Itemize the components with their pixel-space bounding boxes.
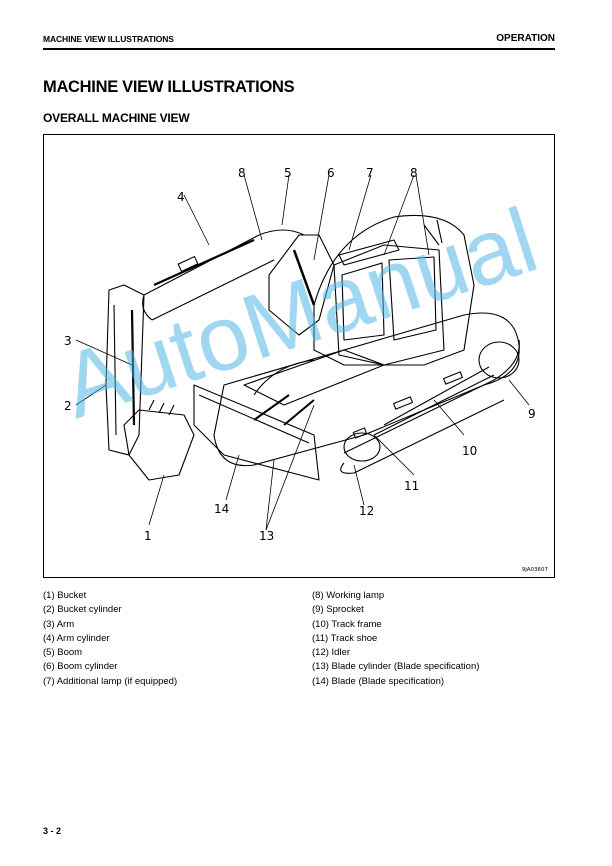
- legend-item: (10) Track frame: [312, 618, 382, 630]
- page-header: MACHINE VIEW ILLUSTRATIONS OPERATION: [43, 33, 555, 48]
- callout-11: 11: [404, 479, 419, 493]
- callout-10: 10: [462, 444, 477, 458]
- boom-upper: [143, 229, 305, 296]
- page-number: 3 - 2: [43, 826, 62, 836]
- legend-right-column: (8) Working lamp (9) Sprocket (10) Track…: [312, 589, 479, 689]
- legend-item: (12) Idler: [312, 647, 351, 659]
- legend-item: (2) Bucket cylinder: [43, 604, 122, 616]
- callout-3: 3: [64, 334, 72, 348]
- callout-2: 2: [64, 399, 72, 413]
- blade-shape: [193, 384, 320, 481]
- figure-code: 9JA03607: [521, 567, 548, 573]
- legend-item: (9) Sprocket: [312, 604, 364, 616]
- arm-body: [105, 284, 145, 456]
- legend-item: (13) Blade cylinder (Blade specification…: [312, 661, 480, 673]
- idler-wheel: [343, 432, 381, 462]
- boom-cylinder-line: [292, 249, 316, 306]
- callout-14: 14: [214, 502, 229, 516]
- legend-item: (1) Bucket: [43, 590, 87, 601]
- callout-5: 5: [284, 166, 292, 180]
- callout-12: 12: [359, 504, 374, 518]
- lamp-bracket: [338, 239, 400, 266]
- header-section-title: MACHINE VIEW ILLUSTRATIONS: [43, 34, 174, 44]
- section-subtitle: OVERALL MACHINE VIEW: [43, 111, 190, 125]
- machine-illustration-frame: 1 2 3 4 5 6 7 8 8 9 10 11 12 13 14 9JA03…: [43, 134, 555, 578]
- header-rule: [43, 48, 555, 50]
- blade-cylinder-lines: [253, 394, 315, 426]
- bucket-shape: [123, 409, 195, 481]
- arm-cylinder-line: [153, 238, 255, 287]
- callout-1: 1: [144, 529, 152, 543]
- callout-13: 13: [259, 529, 274, 543]
- legend-item: (5) Boom: [43, 647, 83, 659]
- cab-window: [388, 256, 437, 341]
- callout-8b: 8: [410, 166, 418, 180]
- boom-lower: [151, 259, 275, 321]
- legend-item: (11) Track shoe: [312, 632, 378, 644]
- legend-item: (8) Working lamp: [312, 590, 385, 601]
- header-chapter-title: OPERATION: [496, 33, 555, 44]
- legend-item: (7) Additional lamp (if equipped): [43, 675, 178, 687]
- legend-item: (6) Boom cylinder: [43, 661, 118, 673]
- legend-left-column: (1) Bucket (2) Bucket cylinder (3) Arm (…: [43, 589, 177, 689]
- boom-base: [268, 234, 335, 336]
- excavator-drawing: 1 2 3 4 5 6 7 8 8 9 10 11 12 13 14: [64, 166, 536, 543]
- legend-item: (3) Arm: [43, 618, 75, 630]
- track-outline: [213, 312, 520, 467]
- legend-item: (4) Arm cylinder: [43, 632, 110, 644]
- callout-6: 6: [327, 166, 335, 180]
- page-title: MACHINE VIEW ILLUSTRATIONS: [43, 78, 295, 96]
- legend-item: (14) Blade (Blade specification): [312, 675, 445, 687]
- track-shoe-line: [343, 339, 520, 454]
- callout-7: 7: [366, 166, 374, 180]
- callout-4: 4: [177, 190, 185, 204]
- sprocket-wheel: [478, 341, 520, 379]
- callout-8a: 8: [238, 166, 246, 180]
- bucket-cylinder-line: [130, 309, 136, 426]
- callout-9: 9: [528, 407, 536, 421]
- cab-body: [333, 244, 445, 366]
